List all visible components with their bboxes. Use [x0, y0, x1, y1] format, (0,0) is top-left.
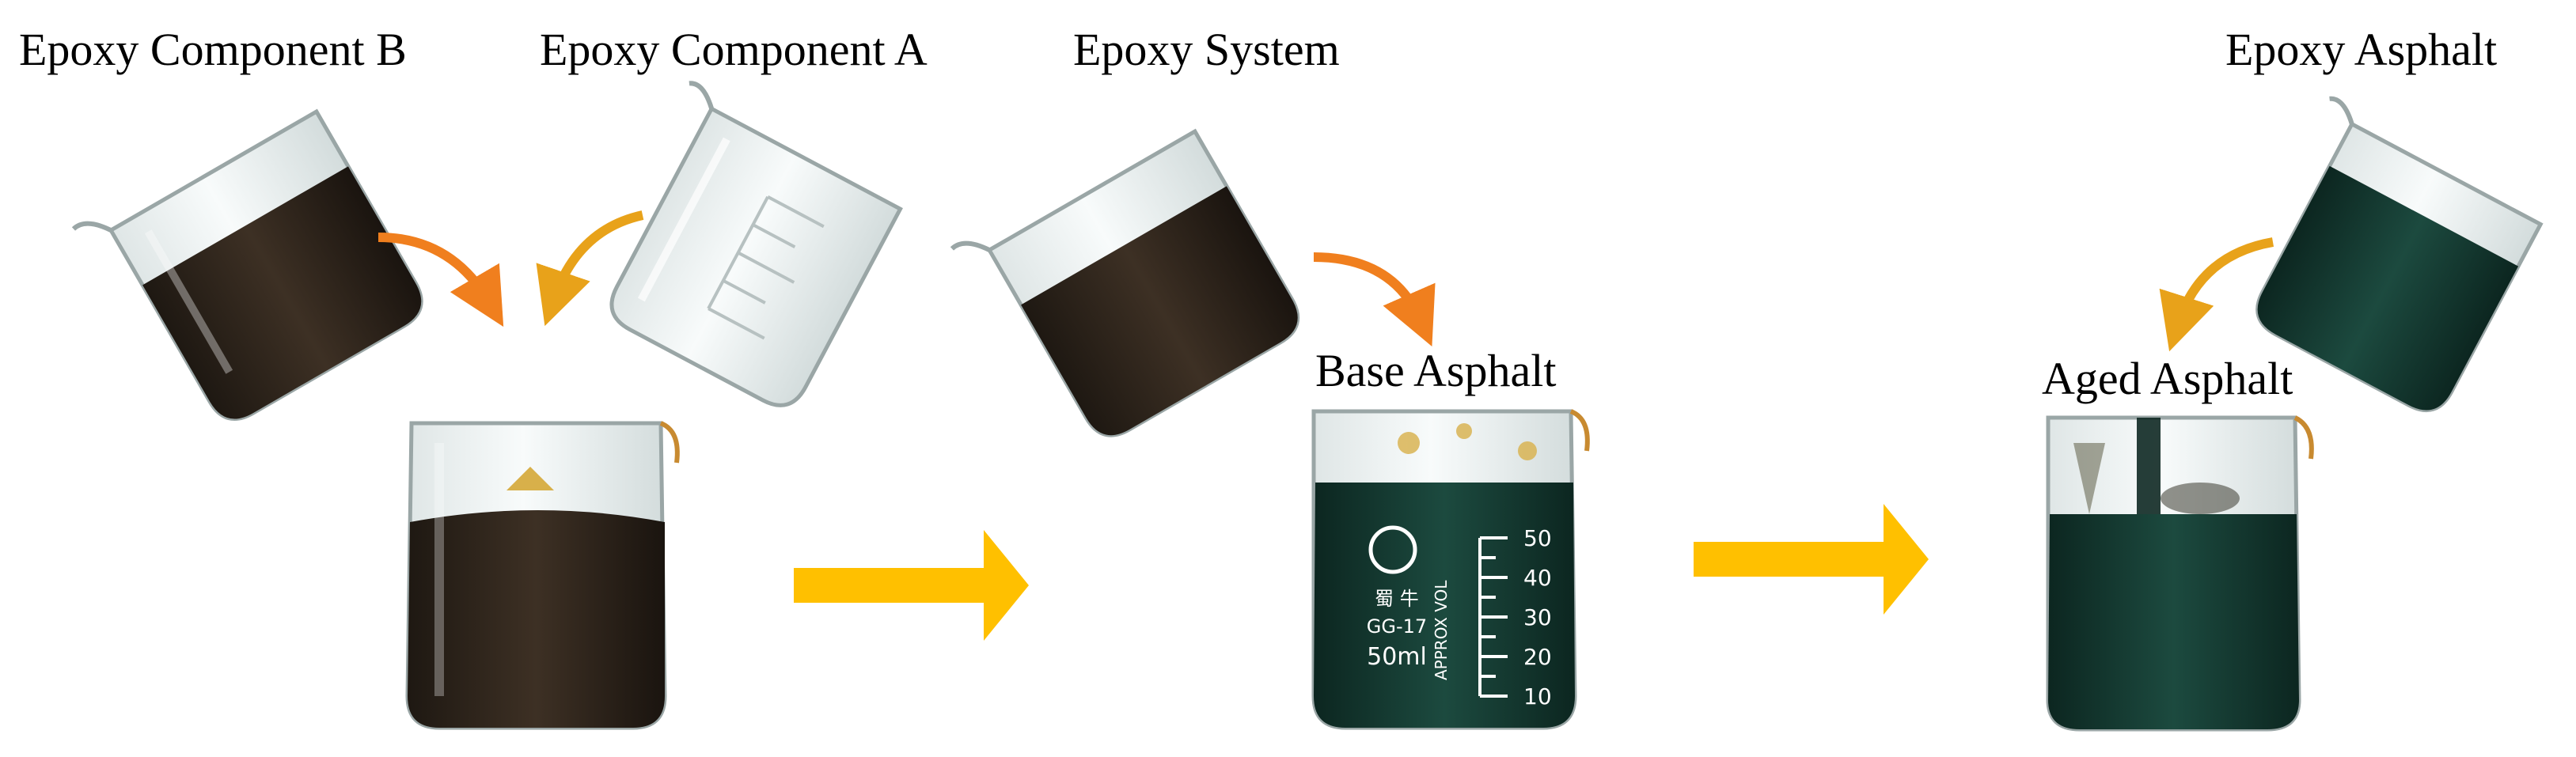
- beaker-brand: 蜀 牛: [1375, 588, 1419, 610]
- graduation-30: 30: [1523, 604, 1552, 630]
- pour-arrow-epoxy-system: [1313, 252, 1436, 346]
- pour-arrow-component-b: [377, 233, 504, 327]
- graduation-40: 40: [1523, 565, 1552, 591]
- beaker-approx-vol: APPROX VOL: [1432, 580, 1451, 680]
- beaker-volume: 50ml: [1367, 643, 1427, 671]
- label-epoxy-asphalt: Epoxy Asphalt: [2225, 24, 2498, 75]
- process-arrow-2: [1694, 504, 1929, 615]
- beaker-model: GG-17: [1367, 615, 1427, 638]
- label-epoxy-system: Epoxy System: [1073, 24, 1340, 75]
- beaker-epoxy-mix: [405, 421, 680, 730]
- graduation-20: 20: [1523, 644, 1552, 670]
- label-epoxy-component-a: Epoxy Component A: [540, 24, 928, 75]
- label-base-asphalt: Base Asphalt: [1315, 345, 1557, 396]
- beaker-aged-asphalt: [2046, 415, 2314, 732]
- label-aged-asphalt: Aged Asphalt: [2042, 353, 2293, 404]
- process-arrow-1: [794, 530, 1029, 641]
- brand-logo-icon: [1368, 525, 1417, 574]
- beaker-epoxy-system: [950, 128, 1300, 437]
- graduation-10: 10: [1523, 683, 1552, 710]
- beaker-epoxy-asphalt: [2255, 96, 2544, 413]
- beaker-epoxy-component-b: [71, 108, 423, 421]
- beaker-epoxy-component-a: [609, 81, 903, 407]
- graduation-50: 50: [1523, 525, 1552, 551]
- label-epoxy-component-b: Epoxy Component B: [19, 24, 407, 75]
- pour-arrow-epoxy-asphalt: [2159, 237, 2274, 352]
- beaker-base-asphalt: 蜀 牛 GG-17 50ml APPROX VOL 50 40 30 20: [1311, 409, 1590, 730]
- pour-arrow-component-a: [536, 210, 644, 327]
